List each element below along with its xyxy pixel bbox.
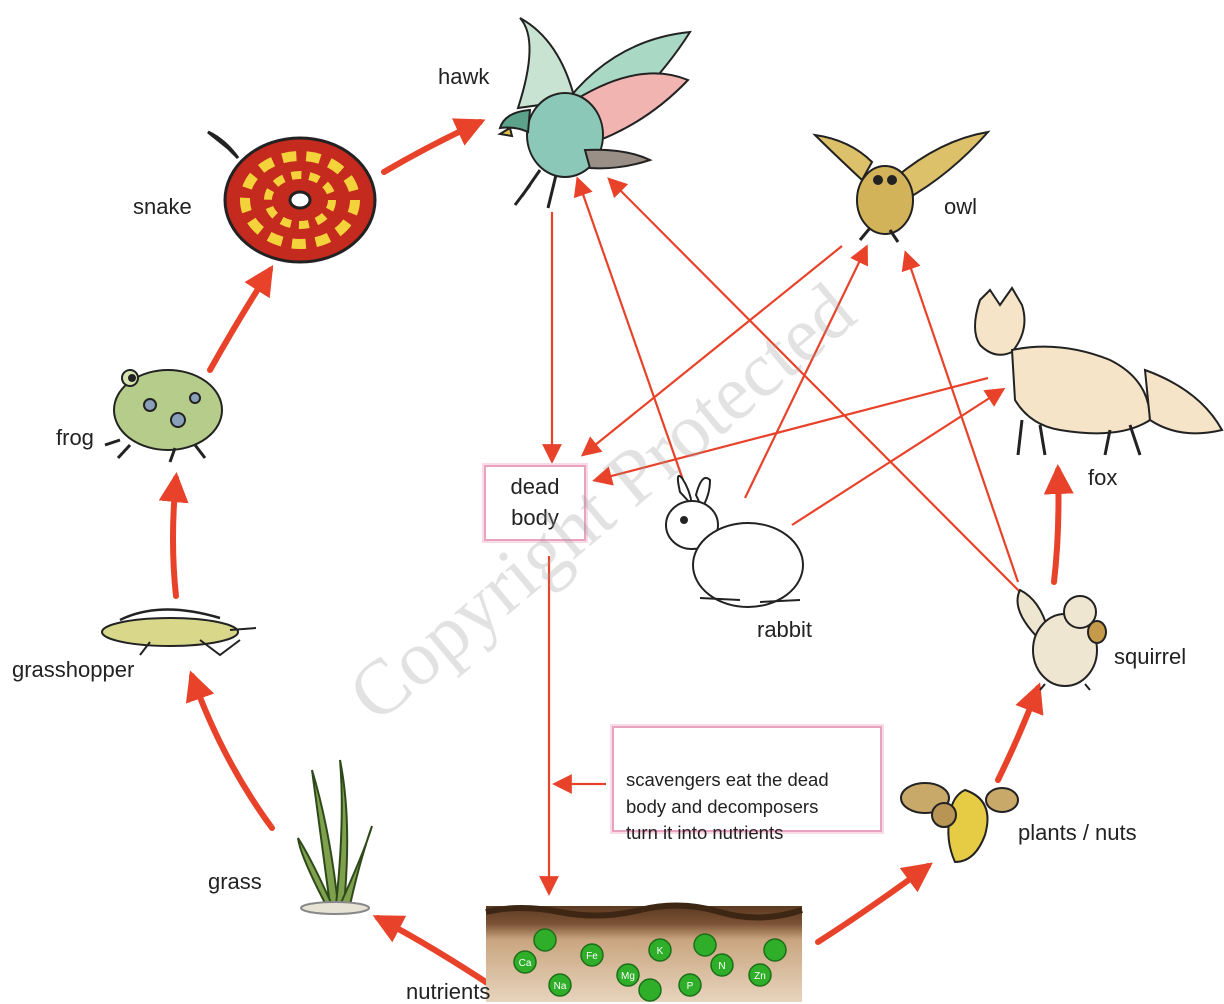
nutrient-ball <box>639 979 661 1001</box>
arrow-owl-to-deadbody <box>584 246 842 454</box>
label-plants-nuts: plants / nuts <box>1018 822 1137 844</box>
nutrient-ball <box>534 929 556 951</box>
plants-nuts-illustration <box>901 783 1018 862</box>
arrow-nutrients-to-plants <box>818 866 928 942</box>
arrow-snake-to-hawk <box>384 122 480 172</box>
grass-illustration <box>298 760 372 914</box>
hawk-illustration <box>500 18 690 208</box>
nutrient-ball-label: Fe <box>586 951 598 962</box>
label-hawk: hawk <box>438 66 489 88</box>
label-owl: owl <box>944 196 977 218</box>
nutrient-ball-label: N <box>718 961 725 972</box>
arrow-plants-to-squirrel <box>998 688 1038 780</box>
label-grasshopper: grasshopper <box>12 659 134 681</box>
owl-illustration <box>815 132 988 242</box>
label-rabbit: rabbit <box>757 619 812 641</box>
squirrel-illustration <box>1018 590 1107 690</box>
fox-illustration <box>975 288 1222 455</box>
dead-body-label: dead body <box>511 472 560 534</box>
nutrient-ball-label: Na <box>554 981 567 992</box>
arrow-fox-to-deadbody <box>596 378 988 480</box>
arrow-rabbit-to-owl <box>745 248 866 498</box>
snake-illustration <box>208 132 375 262</box>
arrow-grasshopper-to-frog <box>173 478 176 596</box>
label-squirrel: squirrel <box>1114 646 1186 668</box>
nutrient-ball-label: Zn <box>754 971 766 982</box>
frog-illustration <box>105 370 222 462</box>
label-snake: snake <box>133 196 192 218</box>
arrow-frog-to-snake <box>210 270 270 370</box>
nutrient-ball-label: K <box>657 946 664 957</box>
label-grass: grass <box>208 871 262 893</box>
scavenger-note-box: scavengers eat the dead body and decompo… <box>612 726 882 832</box>
nutrient-ball <box>764 939 786 961</box>
nutrient-ball-label: P <box>687 981 694 992</box>
label-nutrients: nutrients <box>406 981 490 1003</box>
nutrient-ball <box>694 934 716 956</box>
label-frog: frog <box>56 427 94 449</box>
nutrient-ball-label: Mg <box>621 971 635 982</box>
arrow-squirrel-to-fox <box>1054 470 1059 582</box>
label-fox: fox <box>1088 467 1117 489</box>
arrow-rabbit-to-fox <box>792 390 1002 525</box>
arrow-grass-to-grasshopper <box>192 676 272 828</box>
grasshopper-illustration <box>102 609 256 655</box>
dead-body-box: dead body <box>484 465 586 541</box>
nutrient-ball-label: Ca <box>519 958 532 969</box>
arrow-rabbit-to-hawk <box>578 180 683 480</box>
rabbit-illustration <box>666 476 803 607</box>
